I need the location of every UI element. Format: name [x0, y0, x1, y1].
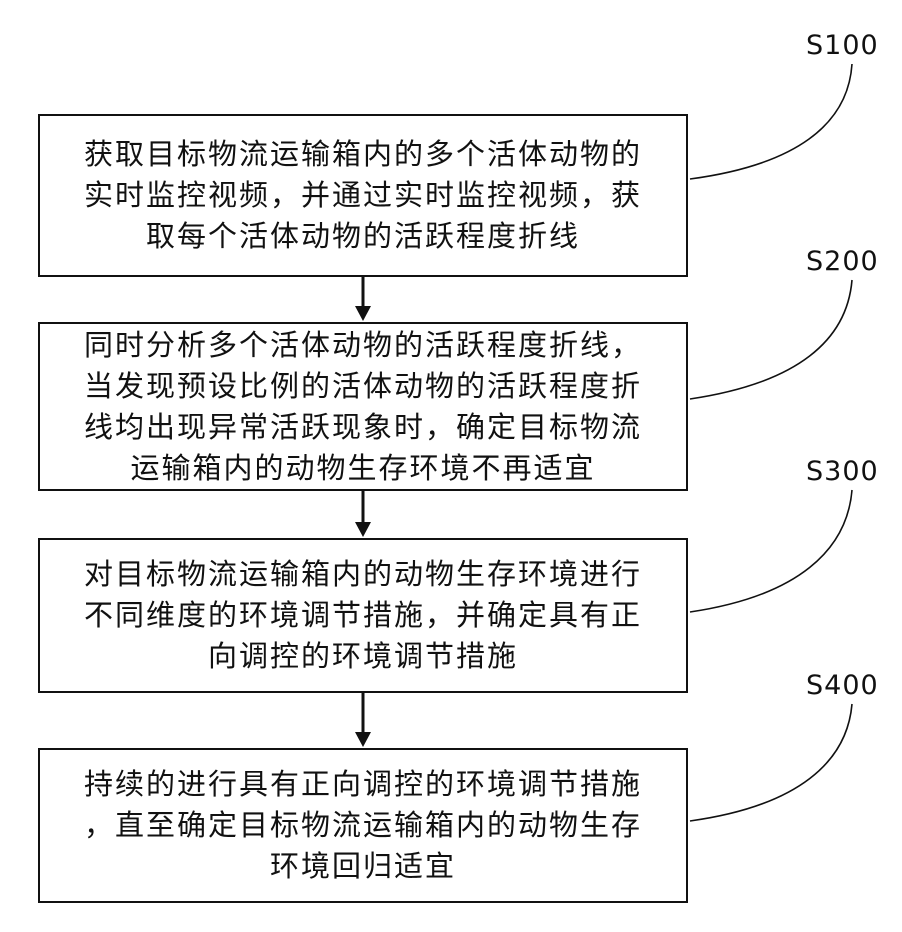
step-label-s200: S200 [806, 246, 879, 277]
step-text-line: 线均出现异常活跃现象时，确定目标物流 [83, 409, 642, 444]
step-text-line: 对目标物流运输箱内的动物生存环境进行 [83, 557, 642, 591]
flow-arrow-3 [355, 693, 371, 747]
step-text-line: 环境回归适宜 [269, 849, 456, 883]
step-text-line: 同时分析多个活体动物的活跃程度折线， [83, 327, 642, 362]
step-label-s300: S300 [806, 456, 879, 487]
step-text-line: 取每个活体动物的活跃程度折线 [145, 219, 580, 253]
flow-arrow-1 [355, 277, 371, 321]
step-box-s100: 获取目标物流运输箱内的多个活体动物的 实时监控视频，并通过实时监控视频，获 取每… [38, 114, 688, 277]
step-label-s100: S100 [806, 30, 879, 61]
step-text-line: ，直至确定目标物流运输箱内的动物生存 [83, 808, 642, 842]
step-box-s400: 持续的进行具有正向调控的环境调节措施 ，直至确定目标物流运输箱内的动物生存 环境… [38, 748, 688, 903]
flow-arrow-2 [355, 491, 371, 537]
leader-line-s100 [689, 63, 853, 180]
step-text-line: 不同维度的环境调节措施，并确定具有正 [83, 598, 642, 632]
step-label-s400: S400 [806, 670, 879, 701]
step-text-line: 向调控的环境调节措施 [207, 639, 518, 673]
step-text-line: 持续的进行具有正向调控的环境调节措施 [83, 767, 642, 801]
step-text-line: 获取目标物流运输箱内的多个活体动物的 [83, 137, 642, 171]
step-text-line: 当发现预设比例的活体动物的活跃程度折 [83, 368, 642, 403]
leader-line-s200 [689, 279, 853, 400]
leader-line-s400 [689, 703, 853, 822]
step-text-line: 实时监控视频，并通过实时监控视频，获 [83, 178, 642, 212]
step-box-s200: 同时分析多个活体动物的活跃程度折线， 当发现预设比例的活体动物的活跃程度折 线均… [38, 322, 688, 491]
step-box-s300: 对目标物流运输箱内的动物生存环境进行 不同维度的环境调节措施，并确定具有正 向调… [38, 538, 688, 693]
leader-line-s300 [689, 489, 853, 613]
step-text-line: 运输箱内的动物生存环境不再适宜 [130, 450, 596, 485]
